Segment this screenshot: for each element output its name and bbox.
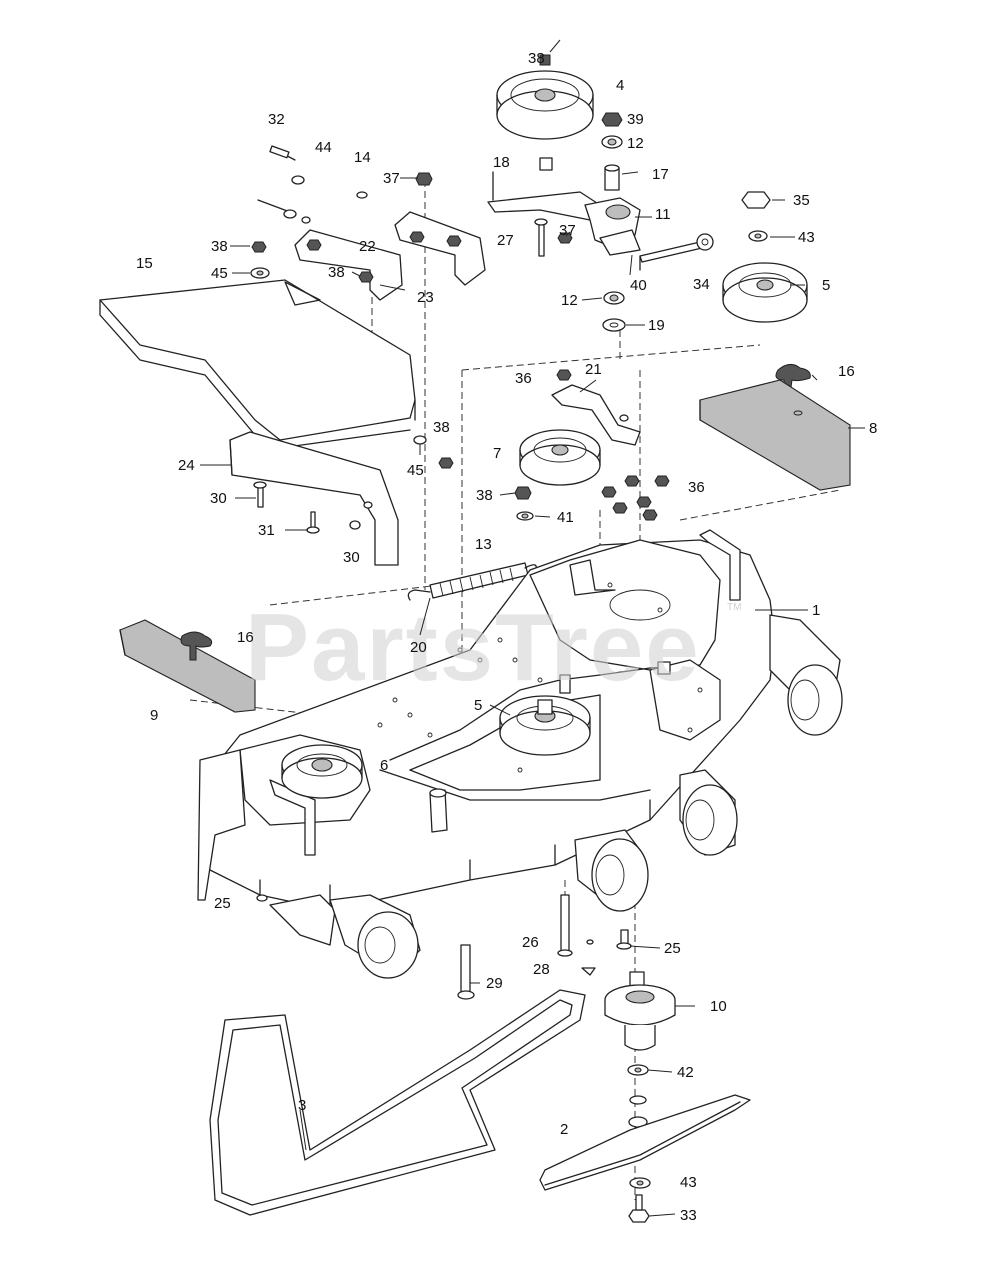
washer-43-bolt-33: [628, 1177, 651, 1223]
callout-25: 25: [214, 895, 231, 912]
callout-23: 23: [417, 289, 434, 306]
watermark: PartsTree TM: [245, 594, 741, 701]
callout-25: 25: [664, 940, 681, 957]
callout-26: 26: [522, 934, 539, 951]
callout-8: 8: [869, 420, 877, 437]
callout-16: 16: [838, 363, 855, 380]
bolt-27: [534, 218, 573, 257]
callout-45: 45: [407, 462, 424, 479]
callout-40: 40: [630, 277, 647, 294]
callout-3: 3: [298, 1097, 306, 1114]
watermark-trademark: TM: [727, 602, 741, 613]
callout-4: 4: [616, 77, 624, 94]
callout-38: 38: [528, 50, 545, 67]
nut-38-washer-45-left: [250, 241, 270, 279]
mower-deck-1: [197, 529, 776, 946]
callout-1: 1: [812, 602, 820, 619]
blade-2: [539, 1094, 751, 1191]
callout-43: 43: [798, 229, 815, 246]
callout-37: 37: [383, 170, 400, 187]
bolts-30-31: [253, 481, 320, 534]
callout-43: 43: [680, 1174, 697, 1191]
eye-bolt-34: [639, 233, 714, 271]
callout-24: 24: [178, 457, 195, 474]
gauge-wheel-left-front: [329, 894, 421, 979]
callout-38: 38: [476, 487, 493, 504]
callout-32: 32: [268, 111, 285, 128]
callout-41: 41: [557, 509, 574, 526]
pulley-7: [519, 429, 601, 486]
bearing-12-washer-19: [602, 291, 626, 332]
pulley-6: [281, 744, 363, 799]
deflector-9: [119, 619, 256, 713]
nut-cluster-36: [514, 475, 670, 521]
callout-22: 22: [359, 238, 376, 255]
callout-38: 38: [328, 264, 345, 281]
callout-29: 29: [486, 975, 503, 992]
bracket-21: [551, 369, 641, 446]
callout-36: 36: [515, 370, 532, 387]
callout-28: 28: [533, 961, 550, 978]
callout-19: 19: [648, 317, 665, 334]
callout-14: 14: [354, 149, 371, 166]
idler-arm-11: [487, 157, 641, 256]
callout-30: 30: [343, 549, 360, 566]
callout-33: 33: [680, 1207, 697, 1224]
callout-38: 38: [433, 419, 450, 436]
callout-36: 36: [688, 479, 705, 496]
callout-12: 12: [627, 135, 644, 152]
gauge-wheel-right-front: [679, 769, 738, 856]
callout-12: 12: [561, 292, 578, 309]
part-callouts: 38 4 39 12 18 17 11 35 43 27 37 34 40 5 …: [136, 50, 877, 1224]
callout-18: 18: [493, 154, 510, 171]
callout-7: 7: [493, 445, 501, 462]
callout-2: 2: [560, 1121, 568, 1138]
callout-5: 5: [822, 277, 830, 294]
callout-13: 13: [475, 536, 492, 553]
callout-44: 44: [315, 139, 332, 156]
watermark-text: PartsTree: [245, 594, 701, 701]
knob-16-left: [180, 631, 213, 661]
gauge-wheel-center-front: [574, 829, 649, 912]
callout-6: 6: [380, 757, 388, 774]
leader-lines: [200, 39, 865, 1217]
callout-35: 35: [793, 192, 810, 209]
callout-11: 11: [655, 206, 671, 223]
callout-20: 20: [410, 639, 427, 656]
washers-42: [627, 1064, 649, 1128]
nut-38-washer-45-mid: [413, 435, 454, 469]
callout-10: 10: [710, 998, 727, 1015]
callout-42: 42: [677, 1064, 694, 1081]
bracket-24: [229, 431, 399, 566]
pulley-4: [496, 54, 594, 140]
spindle-10: [604, 971, 676, 1051]
nut-35-washer-43: [741, 191, 771, 242]
callout-21: 21: [585, 361, 602, 378]
bearing-stack-12-17-39: [601, 112, 623, 191]
bolts-26-29-25: [256, 894, 632, 1000]
callout-38: 38: [211, 238, 228, 255]
callout-15: 15: [136, 255, 153, 272]
pulley-5-right: [722, 262, 808, 323]
left-cover-15: [99, 279, 416, 449]
belt-3: [209, 989, 586, 1216]
callout-5: 5: [474, 697, 482, 714]
callout-34: 34: [693, 276, 710, 293]
callout-39: 39: [627, 111, 644, 128]
pulley-5-center: [499, 695, 591, 756]
gauge-wheel-right-rear: [769, 614, 843, 736]
callout-45: 45: [211, 265, 228, 282]
callout-30: 30: [210, 490, 227, 507]
callout-9: 9: [150, 707, 158, 724]
callout-37: 37: [559, 222, 576, 239]
bracket-assembly-22-23: [257, 145, 486, 301]
callout-31: 31: [258, 522, 275, 539]
callout-16: 16: [237, 629, 254, 646]
deflector-8: [699, 379, 851, 491]
callout-17: 17: [652, 166, 669, 183]
callout-27: 27: [497, 232, 514, 249]
